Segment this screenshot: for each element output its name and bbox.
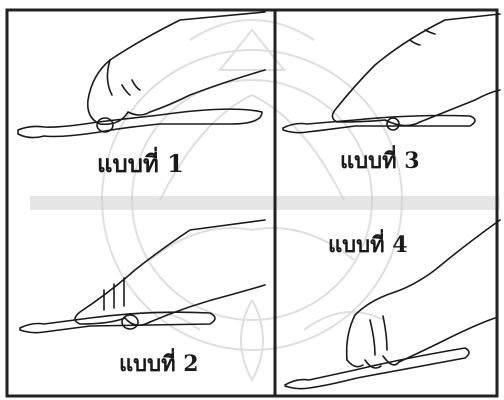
panel-label: แบบที่ 3 — [340, 150, 420, 172]
hand-holding-spoon-drawing — [275, 200, 504, 400]
panel-label: แบบที่ 4 — [328, 234, 408, 256]
panel-grip-4: แบบที่ 4 — [275, 200, 504, 400]
panel-grip-2: แบบที่ 2 — [0, 200, 275, 400]
panel-label: แบบที่ 2 — [119, 353, 199, 375]
panel-label: แบบที่ 1 — [97, 152, 184, 176]
panel-grip-3: แบบที่ 3 — [275, 0, 504, 200]
panel-grip-1: แบบที่ 1 — [0, 0, 275, 200]
